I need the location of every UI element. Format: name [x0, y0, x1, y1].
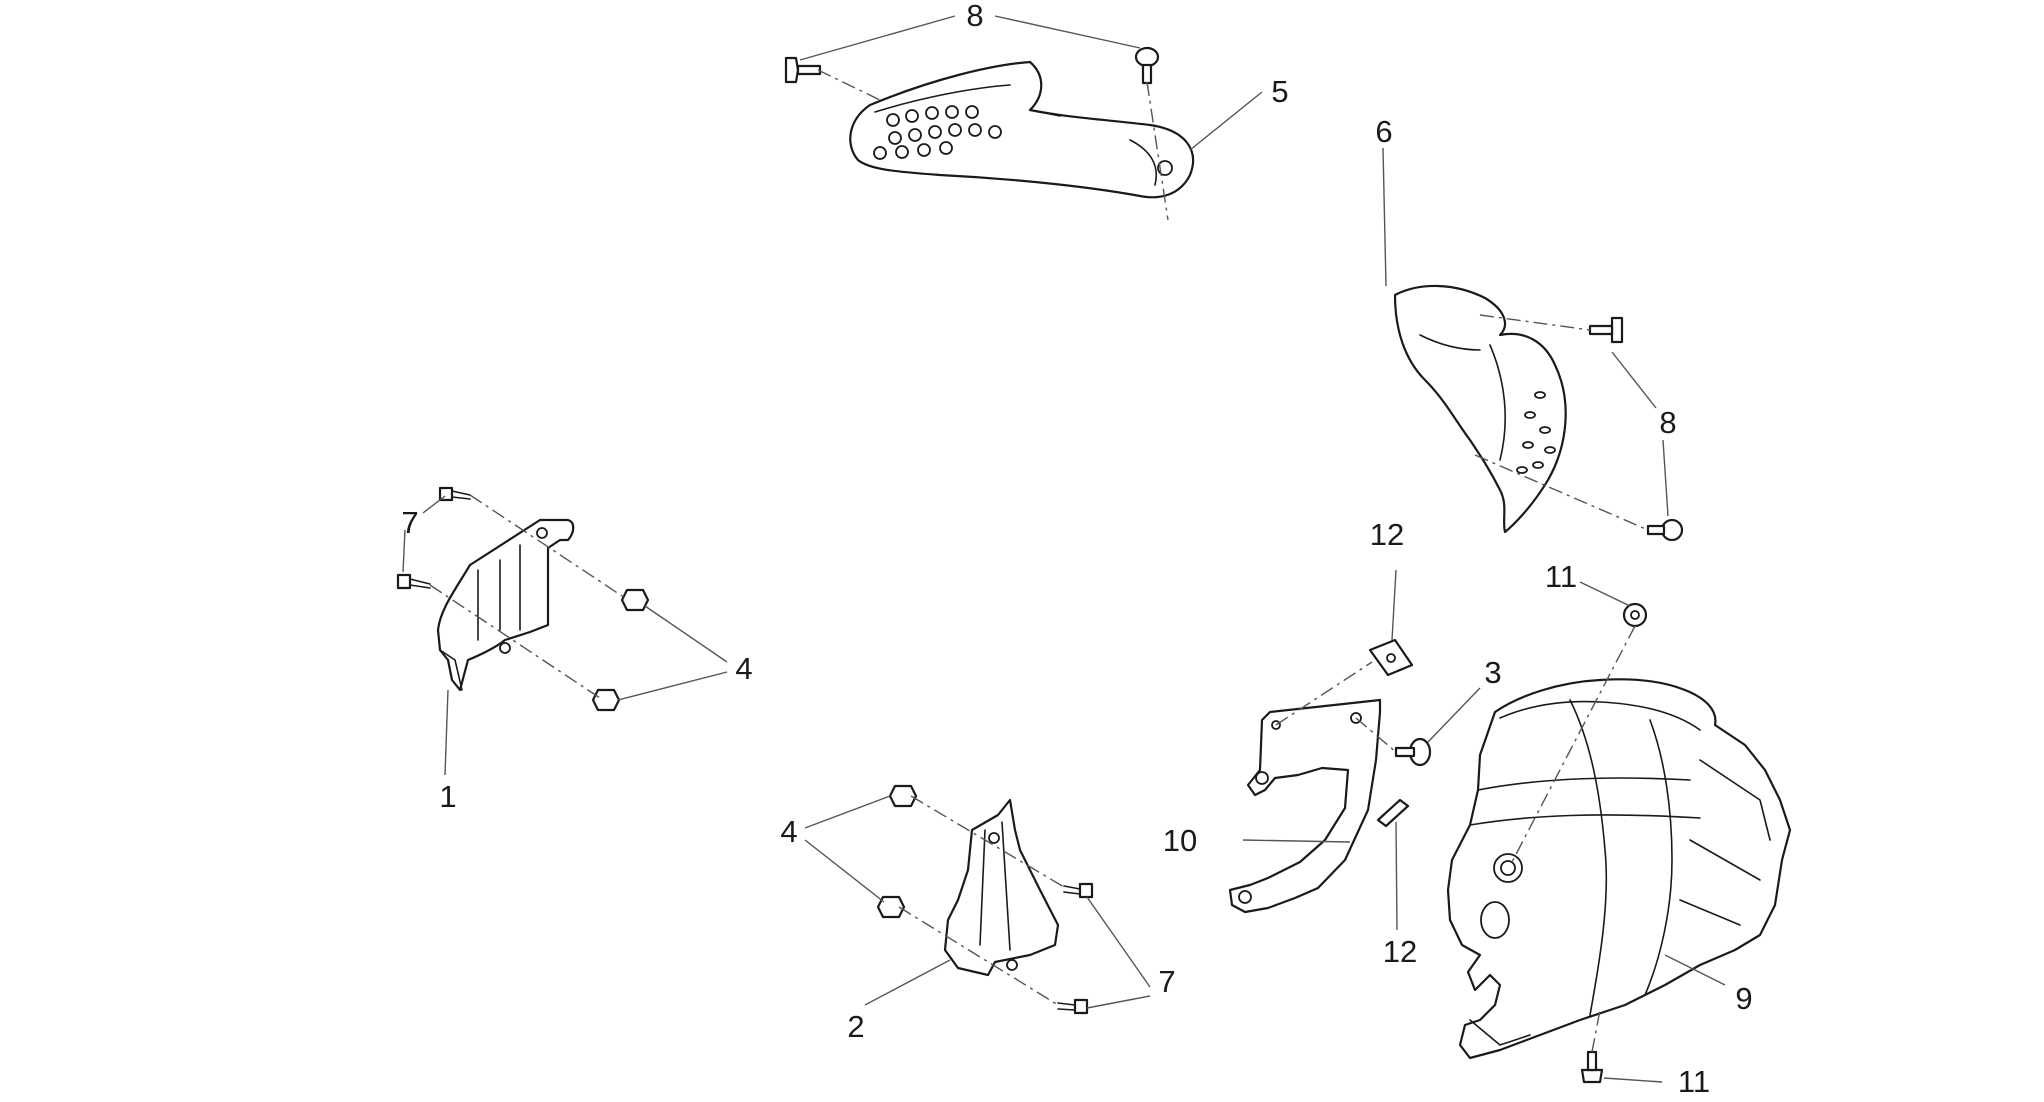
fastener-screw-8-top-right — [1134, 46, 1160, 85]
callout-11-lower: 11 — [1678, 1064, 1710, 1099]
callout-12-upper: 12 — [1370, 517, 1404, 552]
fastener-screw-7-left-upper — [438, 486, 471, 502]
callout-4-left: 4 — [735, 651, 752, 686]
part-5-upper-heat-shield — [849, 60, 1195, 199]
callout-3: 3 — [1484, 655, 1501, 690]
callout-4-bottom: 4 — [780, 814, 797, 849]
fastener-clip-12-upper — [1368, 638, 1414, 677]
callout-8-right: 8 — [1659, 405, 1676, 440]
callout-11-upper: 11 — [1545, 559, 1577, 594]
fastener-screw-8-right-upper — [1588, 316, 1624, 344]
callout-7-left: 7 — [401, 505, 418, 540]
fastener-clip-12-lower — [1376, 798, 1410, 828]
part-6-perforations — [1516, 391, 1556, 474]
assembly-axes — [429, 69, 1649, 1053]
callout-2: 2 — [847, 1009, 864, 1044]
part-5-perforations — [873, 105, 1173, 176]
callout-10: 10 — [1163, 823, 1197, 858]
part-2-lower-bracket — [943, 798, 1060, 977]
fastener-screw-11-lower — [1580, 1050, 1604, 1084]
part-10-mounting-bracket — [1228, 698, 1382, 914]
callout-labels: 8 5 6 8 7 4 1 12 11 3 4 10 12 7 9 2 11 — [401, 0, 1752, 1099]
fastener-screw-11-upper — [1622, 602, 1648, 628]
fastener-screw-8-top-left — [784, 56, 822, 84]
callout-9: 9 — [1735, 981, 1752, 1016]
part-9-main-cover — [1446, 678, 1792, 1060]
callout-8-top: 8 — [966, 0, 983, 33]
fastener-nut-4-bottom-lower — [876, 895, 906, 919]
fastener-screw-8-right-lower — [1646, 518, 1684, 542]
part-1-left-bracket — [436, 518, 575, 692]
fastener-screw-7-bottom-upper — [1063, 882, 1094, 899]
fastener-screw-7-left-lower — [396, 573, 431, 590]
callout-6: 6 — [1375, 114, 1392, 149]
fastener-nut-4-left-upper — [620, 588, 650, 612]
part-6-side-heat-shield — [1393, 284, 1567, 534]
leader-lines — [402, 15, 1726, 1083]
callout-7-bottom: 7 — [1158, 964, 1175, 999]
fastener-nut-4-left-lower — [591, 688, 621, 712]
callout-12-lower: 12 — [1383, 934, 1417, 969]
fastener-screw-7-bottom-lower — [1057, 998, 1089, 1015]
fastener-screw-3 — [1394, 737, 1432, 767]
callout-1: 1 — [439, 779, 456, 814]
callout-5: 5 — [1271, 74, 1288, 109]
